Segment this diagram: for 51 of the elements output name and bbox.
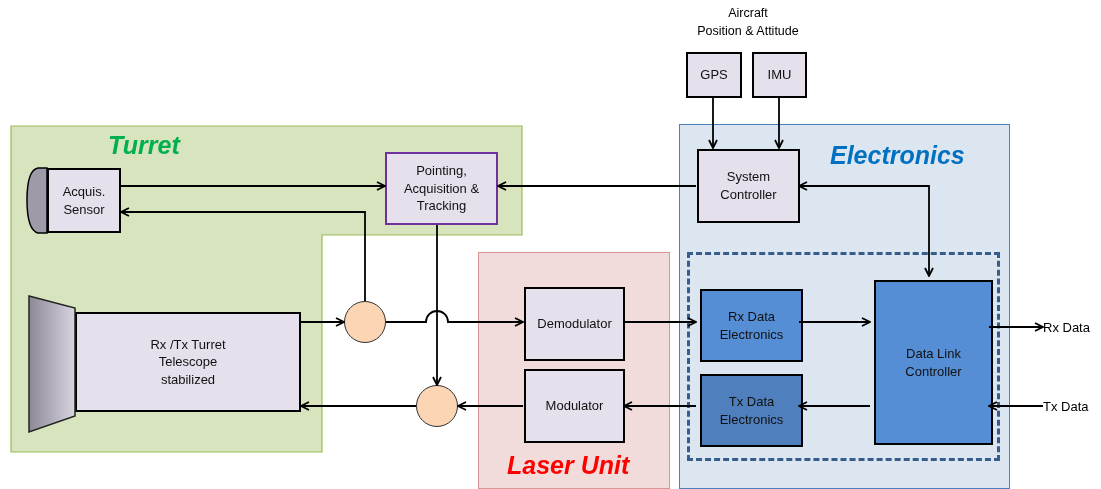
junction-circle — [344, 301, 386, 343]
signal-label: Tx Data — [1043, 398, 1089, 414]
dashed-boundary — [687, 252, 1000, 461]
arrow — [300, 317, 345, 327]
box-label: Data Link Controller — [904, 344, 963, 381]
signal-label: Rx Data — [1043, 319, 1090, 335]
arrow — [120, 181, 386, 191]
process-box — [75, 312, 301, 412]
box-label: Demodulator — [537, 315, 612, 333]
process-box — [524, 287, 625, 361]
junction-circle — [416, 385, 458, 427]
arrow — [798, 181, 934, 277]
box-label: Acquis. Sensor — [61, 182, 107, 219]
caption-text: Position & Attitude — [696, 24, 800, 38]
arrow — [497, 181, 697, 191]
arrow — [774, 97, 784, 149]
subsystem-panel — [478, 252, 670, 489]
box-label: Tx Data Electronics — [718, 392, 785, 429]
region-title: Turret — [108, 131, 180, 160]
region-title: Electronics — [830, 141, 965, 170]
arrow — [432, 224, 442, 386]
box-label: Rx Data Electronics — [718, 307, 785, 344]
region-title: Laser Unit — [507, 451, 630, 480]
arrow — [120, 207, 366, 302]
arrow — [385, 310, 524, 327]
process-box — [47, 168, 121, 233]
caption-text: Aircraft — [727, 6, 769, 20]
process-box — [524, 369, 625, 443]
process-box — [686, 52, 742, 98]
process-box — [874, 280, 993, 445]
box-label: Pointing, Acquisition & Tracking — [402, 162, 481, 215]
arrow — [457, 401, 524, 411]
box-label: GPS — [700, 66, 728, 84]
arrow — [623, 401, 697, 411]
arrow — [988, 322, 1044, 332]
process-box — [700, 374, 803, 447]
box-label: System Controller — [719, 168, 778, 204]
box-label: Rx /Tx Turret Telescope stabilized — [149, 335, 227, 389]
subsystem-panel — [679, 124, 1010, 489]
arrow — [300, 401, 417, 411]
arrow — [708, 97, 718, 149]
process-box — [752, 52, 807, 98]
arrow — [798, 317, 871, 327]
process-box — [385, 152, 498, 225]
process-box — [697, 149, 800, 223]
process-box — [700, 289, 803, 362]
arrow — [623, 317, 697, 327]
arrow — [798, 401, 871, 411]
box-label: IMU — [767, 66, 792, 84]
box-label: Modulator — [545, 397, 604, 415]
arrow — [988, 401, 1044, 411]
